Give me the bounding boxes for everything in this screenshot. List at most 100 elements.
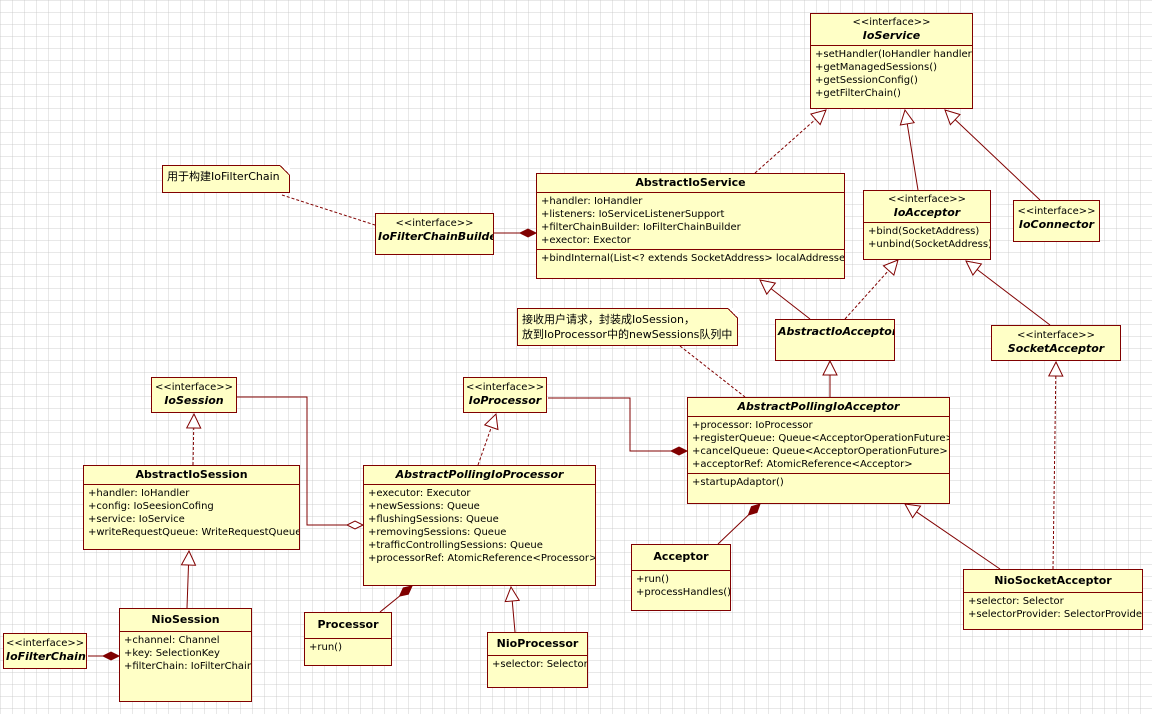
note-text: 用于构建IoFilterChain xyxy=(167,170,280,183)
generalization-arrowhead xyxy=(822,359,838,376)
attribute: +registerQueue: Queue<AcceptorOperationF… xyxy=(692,433,950,444)
stereotype: <<interface>> xyxy=(6,638,85,649)
class-abstract-polling-io-acceptor[interactable]: AbstractPollingIoAcceptor +processor: Io… xyxy=(687,397,950,504)
attribute: +cancelQueue: Queue<AcceptorOperationFut… xyxy=(692,446,948,457)
attribute: +executor: Executor xyxy=(368,488,471,499)
operation: +getManagedSessions() xyxy=(815,62,938,73)
operation: +getFilterChain() xyxy=(815,88,901,99)
class-name: AbstractIoSession xyxy=(135,468,248,481)
composition-edge xyxy=(717,514,749,545)
realization-arrowhead xyxy=(1047,360,1064,377)
note-anchor xyxy=(679,345,746,398)
composition-edge xyxy=(548,397,671,452)
realization-edge xyxy=(192,427,195,466)
class-abstract-io-acceptor[interactable]: AbstractIoAcceptor xyxy=(775,319,895,361)
attribute: +filterChainBuilder: IoFilterChainBuilde… xyxy=(541,222,741,233)
attribute: +newSessions: Queue xyxy=(368,501,480,512)
operation: +setHandler(IoHandler handler) xyxy=(815,49,973,60)
generalization-edge xyxy=(511,600,516,633)
note-anchor xyxy=(281,194,376,226)
class-acceptor[interactable]: Acceptor +run() +processHandles() xyxy=(631,544,731,611)
attribute: +removingSessions: Queue xyxy=(368,527,507,538)
operation: +run() xyxy=(309,642,342,653)
class-io-filter-chain-builder[interactable]: <<interface>> IoFilterChainBuilder xyxy=(375,213,494,255)
stereotype: <<interface>> xyxy=(1017,206,1096,217)
operations-section: +setHandler(IoHandler handler) +getManag… xyxy=(811,45,972,102)
attributes-section: +handler: IoHandler +config: IoSeesionCo… xyxy=(84,484,299,541)
class-name: AbstractIoService xyxy=(635,176,746,189)
stereotype: <<interface>> xyxy=(852,17,931,28)
operations-section: +bindInternal(List<? extends SocketAddre… xyxy=(537,249,844,267)
attribute: +flushingSessions: Queue xyxy=(368,514,499,525)
stereotype: <<interface>> xyxy=(395,218,474,229)
generalization-arrowhead xyxy=(504,585,521,603)
generalization-edge xyxy=(954,119,1041,201)
generalization-arrowhead xyxy=(965,260,983,276)
attributes-section: +selector: Selector +selectorProvider: S… xyxy=(964,592,1142,623)
realization-arrowhead xyxy=(809,109,827,126)
attributes-section: +executor: Executor +newSessions: Queue … xyxy=(364,484,595,567)
class-name: Acceptor xyxy=(653,550,709,563)
composition-diamond xyxy=(101,651,121,661)
realization-edge xyxy=(1052,375,1057,570)
class-name: AbstractIoAcceptor xyxy=(778,325,895,338)
operation: +run() xyxy=(636,574,669,585)
operation: +startupAdaptor() xyxy=(692,477,784,488)
attribute: +selectorProvider: SelectorProvider xyxy=(968,609,1143,620)
realization-edge xyxy=(754,118,816,174)
class-socket-acceptor[interactable]: <<interface>> SocketAcceptor xyxy=(991,325,1121,361)
attribute: +listeners: IoServiceListenerSupport xyxy=(541,209,725,220)
class-io-service[interactable]: <<interface>> IoService +setHandler(IoHa… xyxy=(810,13,973,109)
composition-diamond xyxy=(398,585,413,597)
class-abstract-polling-io-processor[interactable]: AbstractPollingIoProcessor +executor: Ex… xyxy=(363,465,596,586)
attribute: +trafficControllingSessions: Queue xyxy=(368,540,543,551)
generalization-edge xyxy=(770,288,811,320)
stereotype: <<interface>> xyxy=(466,382,545,393)
aggregation-edge xyxy=(237,396,347,526)
attribute: +writeRequestQueue: WriteRequestQueue xyxy=(88,527,300,538)
attribute: +handler: IoHandler xyxy=(541,196,643,207)
generalization-edge xyxy=(906,123,919,191)
generalization-edge xyxy=(916,511,1001,570)
operations-section: +startupAdaptor() xyxy=(688,473,949,491)
class-abstract-io-session[interactable]: AbstractIoSession +handler: IoHandler +c… xyxy=(83,465,300,550)
operation: +getSessionConfig() xyxy=(815,75,918,86)
note-filter-chain-builder: 用于构建IoFilterChain xyxy=(162,165,290,193)
attribute: +acceptorRef: AtomicReference<Acceptor> xyxy=(692,459,913,470)
class-name: AbstractPollingIoAcceptor xyxy=(737,400,900,413)
composition-edge xyxy=(379,595,400,613)
realization-arrowhead xyxy=(882,259,899,277)
generalization-arrowhead xyxy=(759,279,777,296)
class-name: IoProcessor xyxy=(468,394,542,407)
class-name: SocketAcceptor xyxy=(1007,342,1105,355)
realization-edge xyxy=(477,427,492,466)
attribute: +exector: Exector xyxy=(541,235,631,246)
class-io-session[interactable]: <<interface>> IoSession xyxy=(151,377,237,413)
operations-section: +run() +processHandles() xyxy=(632,570,730,601)
note-acceptor: 接收用户请求，封装成IoSession， 放到IoProcessor中的newS… xyxy=(517,308,738,346)
attribute: +config: IoSeesionCofing xyxy=(88,501,214,512)
operation: +processHandles() xyxy=(636,587,731,598)
class-io-filter-chain[interactable]: <<interface>> IoFilterChain xyxy=(3,633,87,669)
attributes-section: +channel: Channel +key: SelectionKey +fi… xyxy=(120,631,251,675)
class-io-connector[interactable]: <<interface>> IoConnector xyxy=(1013,200,1100,242)
class-nio-processor[interactable]: NioProcessor +selector: Selector xyxy=(487,632,588,688)
attribute: +key: SelectionKey xyxy=(124,648,220,659)
stereotype: <<interface>> xyxy=(1016,330,1096,341)
composition-diamond xyxy=(669,446,689,456)
class-io-processor[interactable]: <<interface>> IoProcessor xyxy=(463,377,547,413)
class-name: IoAcceptor xyxy=(893,206,961,219)
composition-diamond xyxy=(747,503,761,516)
note-text-line2: 放到IoProcessor中的newSessions队列中 xyxy=(522,328,733,341)
class-nio-socket-acceptor[interactable]: NioSocketAcceptor +selector: Selector +s… xyxy=(963,569,1143,630)
operations-section: +bind(SocketAddress) +unbind(SocketAddre… xyxy=(864,222,990,253)
class-io-acceptor[interactable]: <<interface>> IoAcceptor +bind(SocketAdd… xyxy=(863,190,991,260)
realization-arrowhead xyxy=(185,412,202,429)
class-nio-session[interactable]: NioSession +channel: Channel +key: Selec… xyxy=(119,608,252,702)
attribute: +channel: Channel xyxy=(124,635,220,646)
generalization-arrowhead xyxy=(180,549,197,566)
class-abstract-io-service[interactable]: AbstractIoService +handler: IoHandler +l… xyxy=(536,173,845,279)
attribute: +processorRef: AtomicReference<Processor… xyxy=(368,553,596,564)
class-processor[interactable]: Processor +run() xyxy=(304,612,392,666)
